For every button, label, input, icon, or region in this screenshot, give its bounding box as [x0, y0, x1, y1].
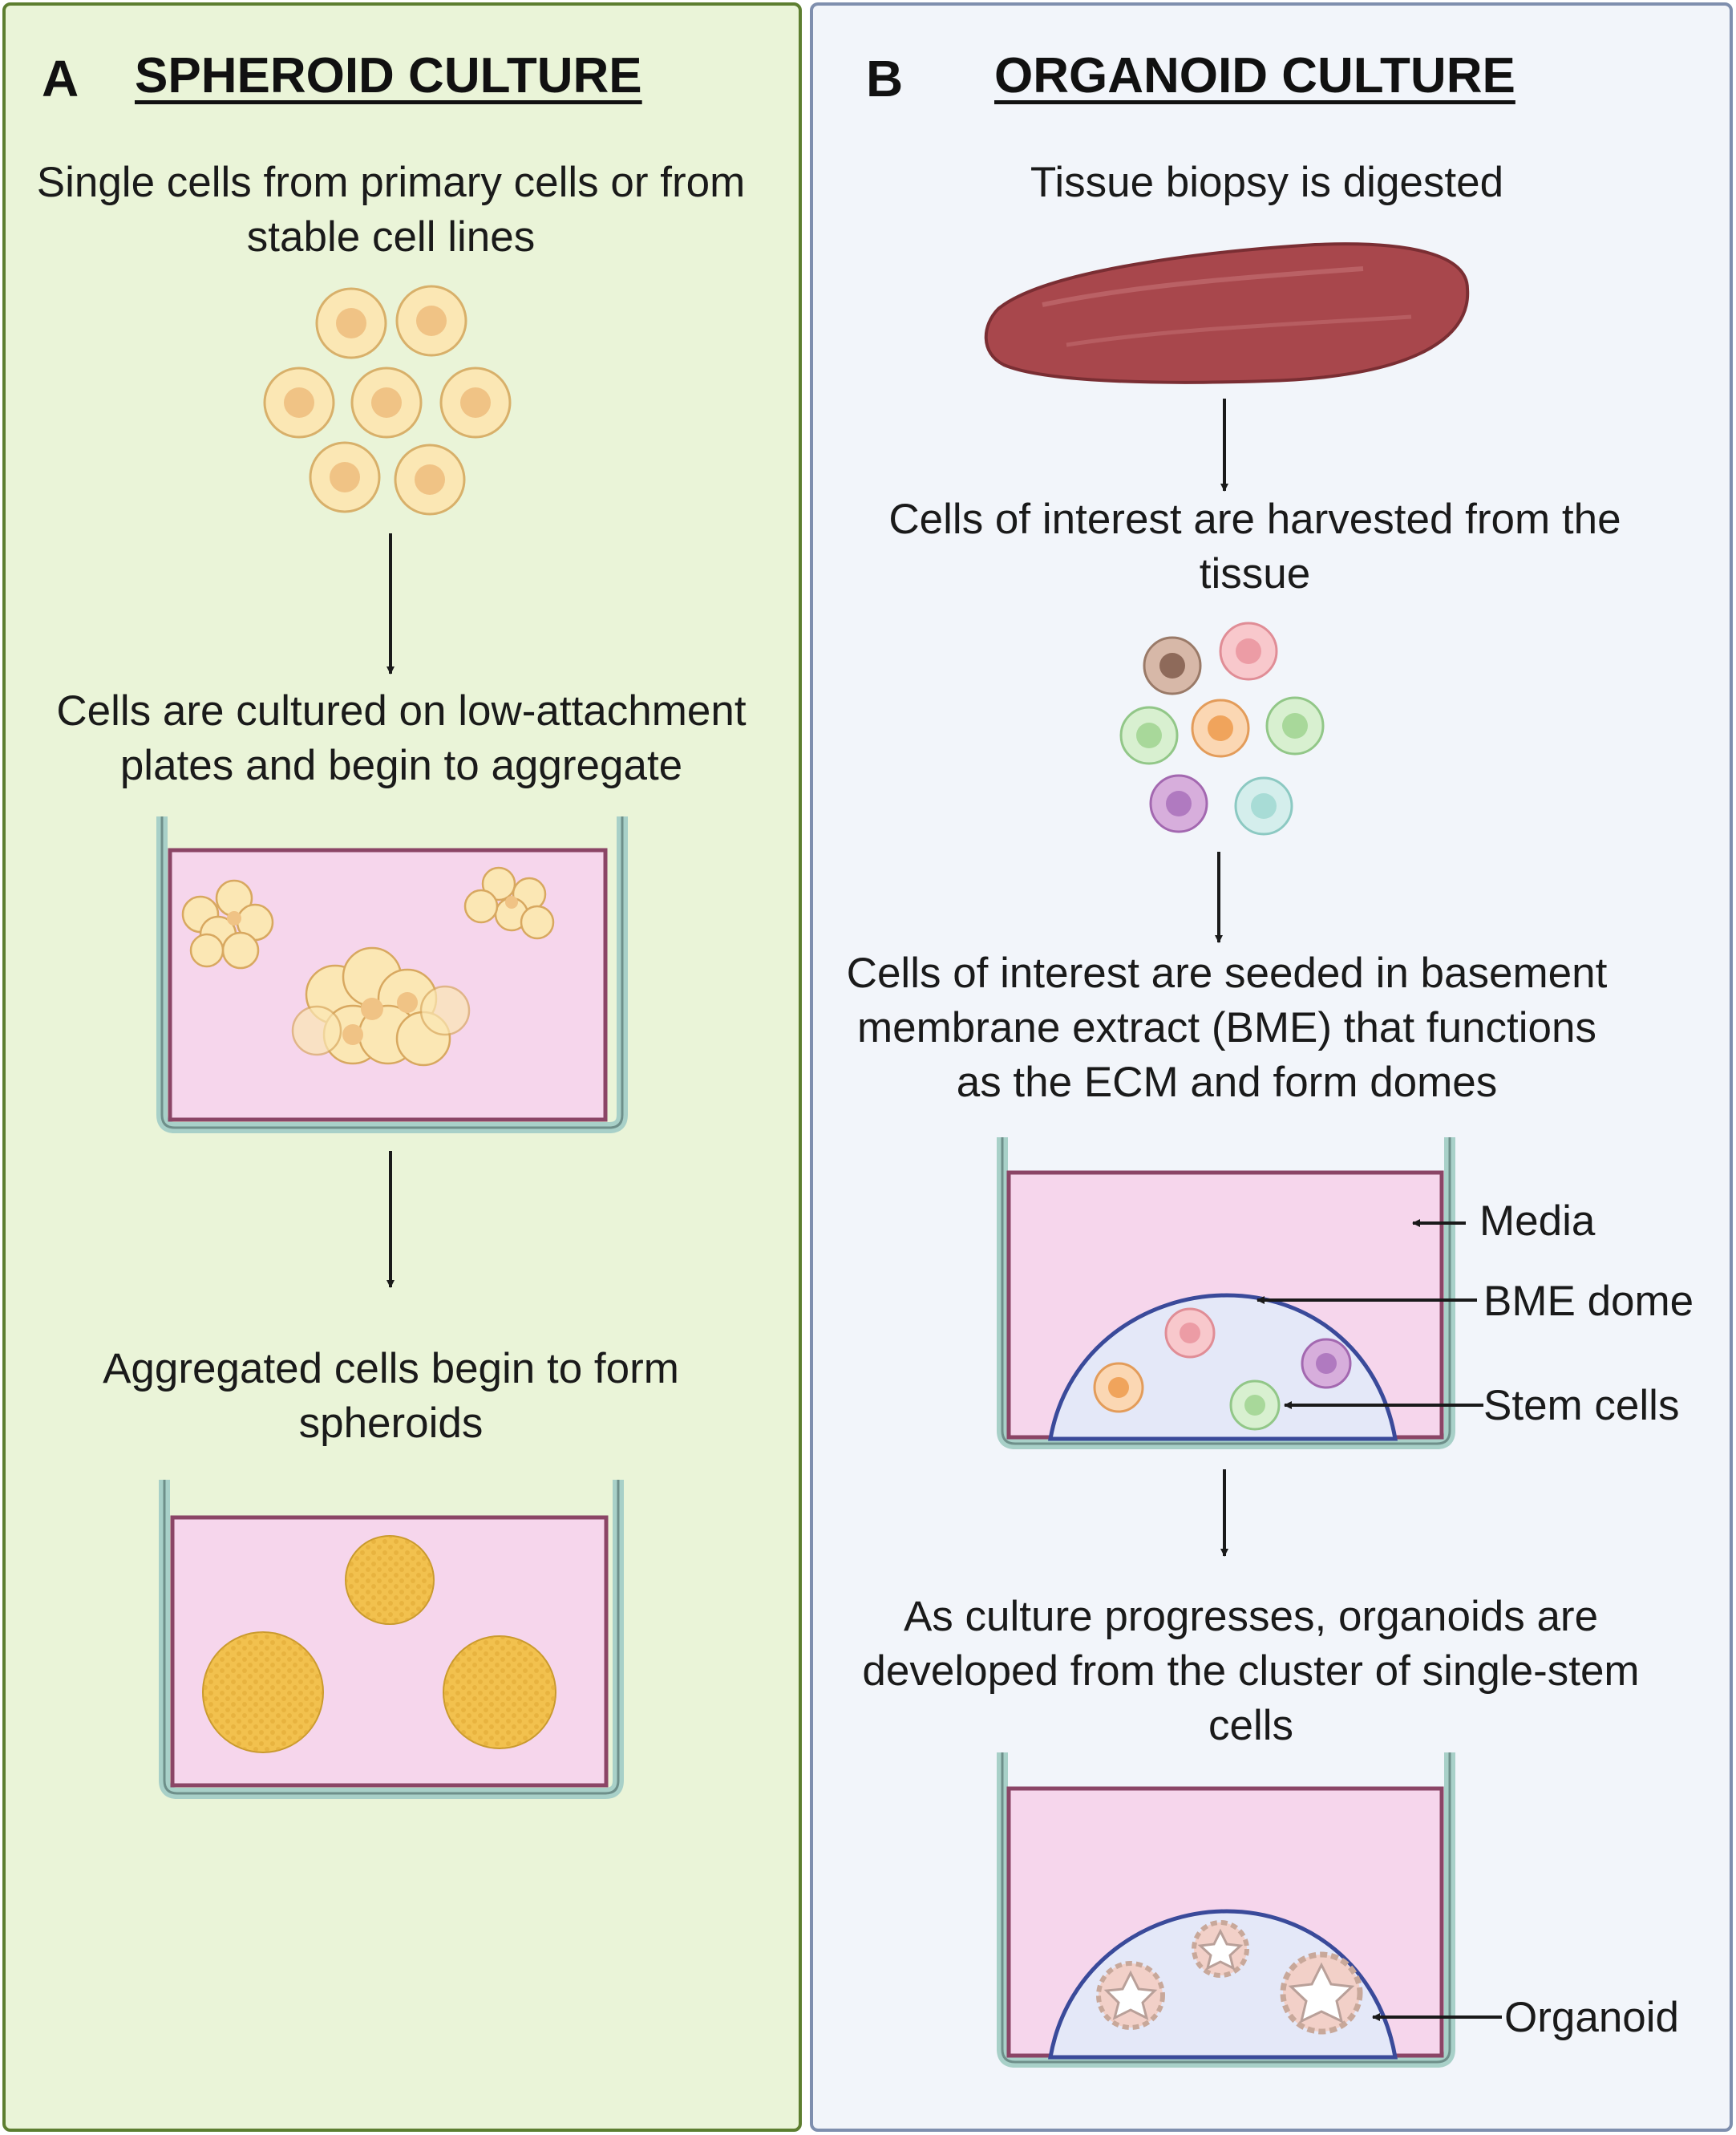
- panel-a-letter: A: [42, 50, 79, 107]
- panel-b-letter: B: [866, 50, 904, 107]
- step-b1-text: Tissue biopsy is digested: [1030, 159, 1504, 206]
- well-bme-dome: [997, 1137, 1455, 1449]
- panel-a-title: SPHEROID CULTURE: [135, 48, 642, 103]
- tissue-biopsy: [984, 242, 1470, 384]
- label-organoid: Organoid: [1504, 1994, 1680, 2041]
- step-a1-text: Single cells from primary cells or from …: [36, 159, 746, 261]
- step-b2-text: Cells of interest are harvested from the…: [888, 496, 1621, 598]
- well-spheroids: [159, 1480, 624, 1799]
- harvested-cells: [1119, 622, 1325, 836]
- well-organoids: [997, 1752, 1455, 2068]
- label-media: Media: [1479, 1197, 1596, 1245]
- step-b4-text: As culture progresses, organoids are dev…: [862, 1593, 1640, 1749]
- single-cells-cluster: [263, 285, 512, 516]
- organoid-2: [1192, 1920, 1249, 1978]
- label-bme-dome: BME dome: [1483, 1278, 1694, 1325]
- well-aggregating-cells: [156, 816, 628, 1133]
- label-stem-cells: Stem cells: [1483, 1382, 1680, 1429]
- step-a2-text: Cells are cultured on low-attachment pla…: [56, 687, 747, 789]
- organoid-3: [1280, 1951, 1363, 2035]
- organoid-1: [1096, 1961, 1165, 2030]
- step-b3-text: Cells of interest are seeded in basement…: [846, 950, 1608, 1106]
- step-a3-text: Aggregated cells begin to form spheroids: [103, 1345, 679, 1447]
- panel-b-title: ORGANOID CULTURE: [994, 48, 1515, 103]
